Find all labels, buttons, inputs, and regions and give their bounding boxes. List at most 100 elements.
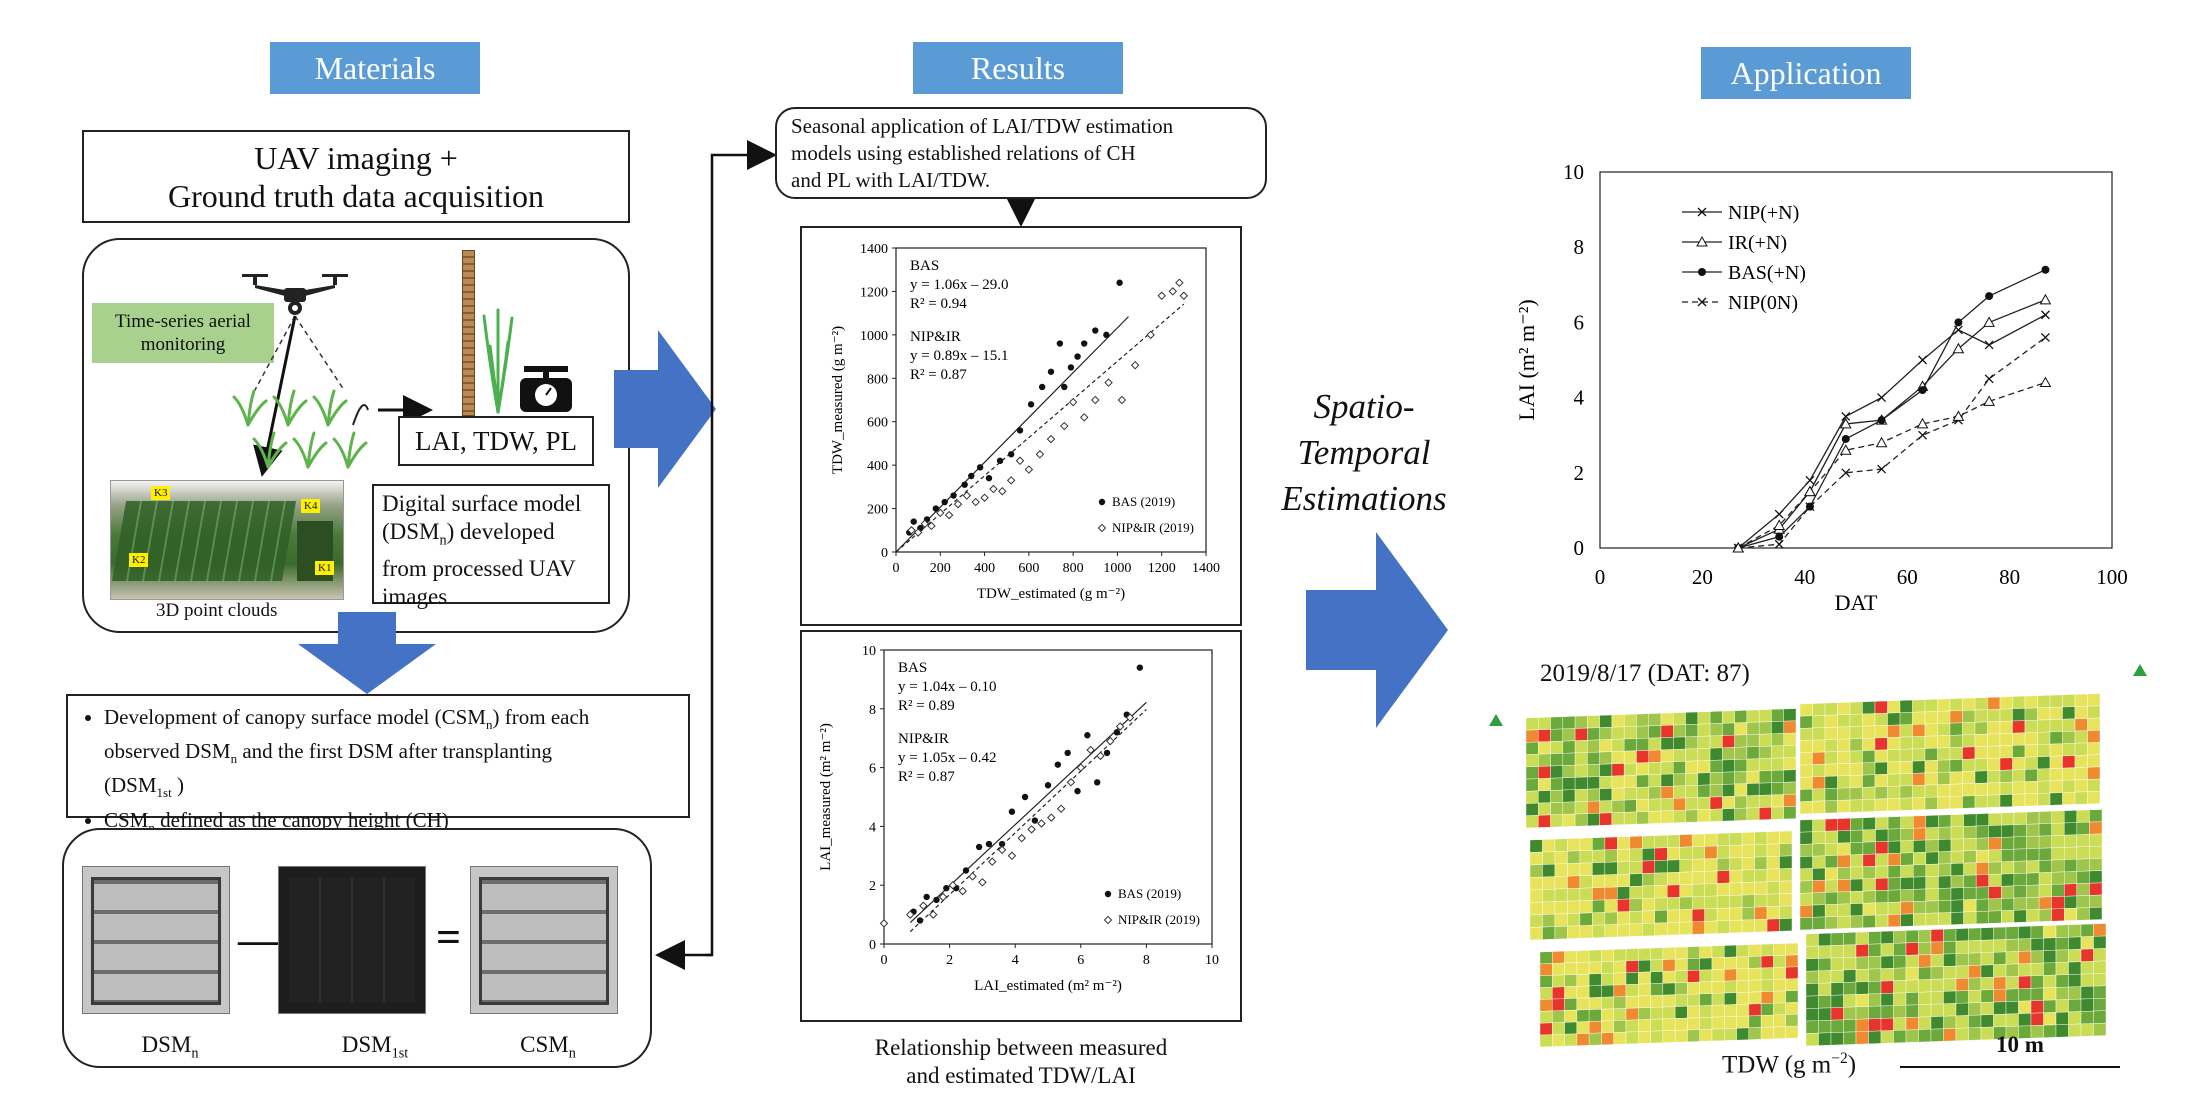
map-cell (1576, 973, 1590, 987)
map-cell (1625, 983, 1639, 997)
data-point-bas (1103, 331, 1110, 339)
map-cell (1783, 769, 1797, 783)
map-cell (1525, 778, 1539, 792)
regression-annotation: y = 0.89x – 15.1 (910, 348, 1008, 364)
map-cell (1562, 777, 1576, 791)
map-cell (1938, 900, 1952, 914)
map-cell (1862, 725, 1876, 739)
map-cell (2049, 719, 2063, 733)
marker-dot (2041, 265, 2050, 274)
map-cell (1758, 782, 1772, 796)
minus-sign: — (238, 917, 278, 962)
map-cell (1613, 1020, 1627, 1033)
map-cell (1654, 835, 1668, 849)
map-cell (1918, 991, 1932, 1005)
map-cell (1924, 735, 1938, 749)
data-point-bas (950, 492, 957, 499)
map-cell (1799, 727, 1813, 741)
map-cell (1648, 798, 1662, 812)
map-cell (2068, 973, 2082, 988)
map-cell (1993, 939, 2007, 953)
x-tick-label: 400 (974, 561, 995, 576)
map-cell (1660, 749, 1674, 763)
map-cell (2049, 694, 2063, 708)
map-cell (1564, 986, 1578, 999)
map-cell (1837, 726, 1851, 740)
map-cell (1673, 748, 1686, 762)
map-cell (2024, 719, 2038, 734)
map-cell (2062, 755, 2076, 769)
map-cell (1746, 807, 1760, 821)
map-cell (1587, 812, 1600, 827)
map-cell (1550, 740, 1564, 755)
map-cell (2026, 896, 2040, 911)
map-cell (1673, 736, 1686, 750)
map-cell (1999, 720, 2013, 734)
map-cell (1773, 943, 1786, 956)
map-cell (1601, 1008, 1614, 1022)
map-cell (1554, 888, 1568, 902)
map-cell (1567, 850, 1581, 864)
map-cell (1943, 1015, 1957, 1029)
x-tick-label: 8 (1143, 953, 1150, 968)
map-cell (1824, 739, 1838, 753)
map-cell (1722, 771, 1735, 785)
map-cell (1999, 794, 2013, 808)
map-cell (1673, 761, 1686, 775)
map-cell (2018, 1013, 2032, 1027)
map-cell (1574, 801, 1588, 815)
map-cell (2068, 1023, 2082, 1038)
fit-line-nip-ir (909, 708, 1147, 933)
map-cell (1729, 919, 1743, 934)
map-cell (1650, 947, 1664, 961)
map-cell (2043, 987, 2057, 1001)
map-cell (1855, 956, 1869, 970)
map-cell (1812, 904, 1826, 918)
map-cell (1850, 829, 1864, 843)
map-cell (2062, 791, 2076, 806)
map-cell (1963, 911, 1977, 925)
data-point-bas (976, 464, 984, 471)
map-cell (1943, 978, 1957, 992)
map-cell (1642, 835, 1655, 849)
map-cell (1955, 990, 1969, 1004)
map-cell (1662, 982, 1676, 996)
map-cell (1587, 727, 1600, 741)
map-cell (1699, 981, 1713, 995)
map-cell (1685, 711, 1699, 725)
marker-dot (1698, 268, 1706, 276)
regression-annotation: R² = 0.87 (910, 367, 967, 383)
map-cell (1650, 971, 1664, 984)
data-point-nip-ir (998, 486, 1007, 496)
map-cell (1697, 784, 1711, 798)
map-cell (1552, 962, 1565, 976)
map-cell (1999, 769, 2013, 783)
map-cell (2043, 999, 2057, 1014)
map-cell (1704, 845, 1718, 860)
map-cell (1912, 748, 1926, 762)
map-cell (1766, 881, 1780, 895)
map-cell (1913, 839, 1927, 853)
map-cell (1771, 782, 1784, 796)
map-cell (1837, 799, 1851, 813)
map-cell (1824, 842, 1838, 856)
regression-annotation: NIP&IR (898, 731, 949, 747)
map-cell (1716, 845, 1730, 859)
map-cell (1550, 789, 1564, 803)
map-cell (1542, 901, 1556, 915)
map-cell (1850, 878, 1864, 892)
map-cell (2018, 1000, 2032, 1014)
map-cell (1938, 887, 1952, 901)
map-cell (2005, 963, 2019, 978)
data-point-nip-ir (1024, 465, 1034, 474)
map-cell (1538, 716, 1551, 731)
map-cell (1592, 887, 1606, 901)
marker-triangle (1916, 417, 1929, 429)
map-cell (1874, 725, 1888, 739)
map-cell (1862, 701, 1876, 715)
map-cell (1818, 957, 1832, 972)
map-cell (1818, 970, 1832, 984)
map-cell (1722, 722, 1735, 736)
map-cell (1799, 904, 1813, 918)
